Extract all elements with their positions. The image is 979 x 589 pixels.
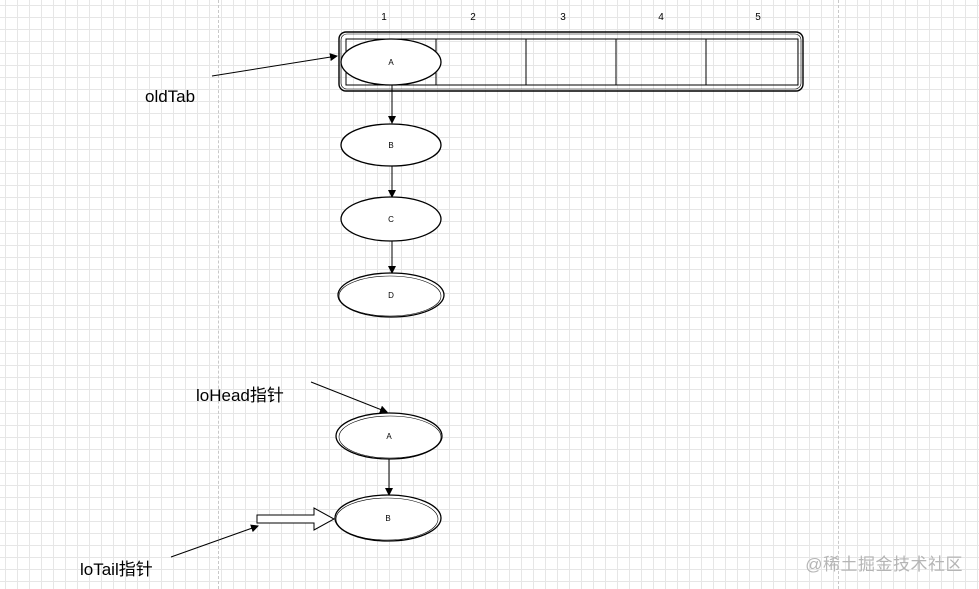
array-index-2: 2 bbox=[470, 12, 476, 23]
array-container bbox=[338, 31, 804, 92]
array-index-3: 3 bbox=[560, 12, 566, 23]
old-node-c-label: C bbox=[388, 215, 394, 224]
array-index-5: 5 bbox=[755, 12, 761, 23]
old-node-b-label: B bbox=[388, 141, 393, 150]
lo-head-label: loHead指针 bbox=[196, 386, 284, 405]
old-node-b bbox=[340, 123, 442, 167]
array-cell-5 bbox=[705, 38, 799, 86]
lo-head-pointer-arrow bbox=[310, 381, 388, 414]
old-tab-label: oldTab bbox=[145, 87, 195, 106]
array-index-4: 4 bbox=[658, 12, 664, 23]
array-cell-4 bbox=[615, 38, 707, 86]
old-node-d-sketch bbox=[338, 275, 442, 317]
left-page-guide bbox=[218, 0, 219, 589]
new-node-b-label: B bbox=[385, 514, 390, 523]
old-node-d bbox=[337, 272, 445, 318]
old-node-a bbox=[340, 38, 442, 86]
new-node-a-sketch bbox=[338, 415, 442, 459]
lo-tail-pointer-arrow bbox=[170, 524, 259, 558]
old-node-d-label: D bbox=[388, 291, 394, 300]
array-index-1: 1 bbox=[381, 12, 387, 23]
new-node-a-label: A bbox=[386, 432, 392, 441]
array-cell-2 bbox=[435, 38, 527, 86]
lo-tail-label: loTail指针 bbox=[80, 560, 153, 579]
array-cell-3 bbox=[525, 38, 617, 86]
old-node-c bbox=[340, 196, 442, 242]
watermark: @稀土掘金技术社区 bbox=[805, 555, 963, 574]
tail-block-arrow bbox=[256, 507, 336, 531]
new-node-b bbox=[334, 494, 442, 542]
new-node-b-sketch bbox=[335, 497, 439, 541]
old-tab-pointer-arrow bbox=[211, 53, 338, 77]
old-node-a-label: A bbox=[388, 58, 394, 67]
new-node-a bbox=[335, 412, 443, 460]
right-page-guide bbox=[838, 0, 839, 589]
